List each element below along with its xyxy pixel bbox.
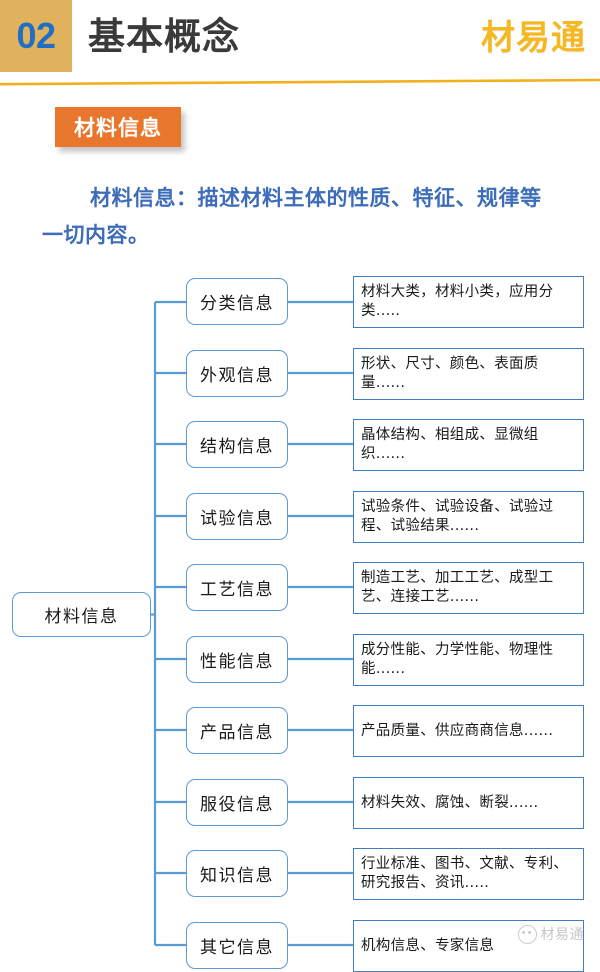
- tree-description-text: 产品质量、供应商商信息......: [361, 722, 554, 739]
- tree-description-text: 机构信息、专家信息: [361, 937, 495, 954]
- tree-description-text: 材料大类，材料小类，应用分类.....: [361, 284, 554, 319]
- tree-category-node-label: 其它信息: [200, 938, 274, 958]
- tree-connector-lines: [151, 300, 353, 947]
- tree-description-text: 晶体结构、相组成、显微组织......: [361, 427, 539, 462]
- header-divider-rule: [0, 78, 600, 86]
- tree-description-text: 成分性能、力学性能、物理性能......: [361, 642, 554, 677]
- tree-category-node[interactable]: 产品信息: [186, 707, 288, 754]
- tree-category-node-label: 工艺信息: [200, 580, 274, 600]
- section-number: 02: [16, 15, 56, 56]
- tree-description-box[interactable]: 材料失效、腐蚀、断裂......: [353, 777, 584, 829]
- page-header: 02 基本概念 材易通: [0, 0, 600, 88]
- tree-root-node[interactable]: 材料信息: [12, 592, 151, 637]
- tree-category-node[interactable]: 结构信息: [186, 421, 288, 468]
- tree-description-text: 试验条件、试验设备、试验过程、试验结果......: [361, 499, 554, 534]
- brand-logo-text: 材易通: [481, 19, 586, 57]
- section-number-badge: 02: [0, 0, 72, 72]
- tree-category-node[interactable]: 试验信息: [186, 493, 288, 540]
- tree-category-node[interactable]: 外观信息: [186, 350, 288, 397]
- tree-description-box[interactable]: 晶体结构、相组成、显微组织......: [353, 419, 584, 471]
- tree-description-box[interactable]: 材料大类，材料小类，应用分类.....: [353, 276, 584, 328]
- tree-description-box[interactable]: 行业标准、图书、文献、专利、研究报告、资讯.....: [353, 848, 584, 900]
- tree-category-node-label: 试验信息: [200, 509, 274, 529]
- tree-description-text: 材料失效、腐蚀、断裂......: [361, 794, 539, 811]
- tree-category-node[interactable]: 性能信息: [186, 636, 288, 683]
- tree-description-text: 形状、尺寸、颜色、表面质量......: [361, 356, 539, 391]
- section-tag-badge: 材料信息: [55, 107, 181, 147]
- tree-description-text: 制造工艺、加工工艺、成型工艺、连接工艺......: [361, 570, 554, 605]
- tree-category-node-label: 服役信息: [200, 795, 274, 815]
- tree-category-node[interactable]: 知识信息: [186, 850, 288, 897]
- tree-category-node-label: 分类信息: [200, 294, 274, 314]
- tree-root-node-label: 材料信息: [44, 607, 119, 627]
- definition-paragraph: 材料信息：描述材料主体的性质、特征、规律等一切内容。: [42, 187, 542, 247]
- tree-description-box[interactable]: 产品质量、供应商商信息......: [353, 705, 584, 757]
- tree-description-text: 行业标准、图书、文献、专利、研究报告、资讯.....: [361, 856, 569, 891]
- tree-description-box[interactable]: 成分性能、力学性能、物理性能......: [353, 634, 584, 686]
- tree-description-box[interactable]: 试验条件、试验设备、试验过程、试验结果......: [353, 491, 584, 543]
- tree-category-node[interactable]: 工艺信息: [186, 564, 288, 611]
- tree-description-box[interactable]: 制造工艺、加工工艺、成型工艺、连接工艺......: [353, 562, 584, 614]
- material-info-tree-diagram: 材料信息 分类信息 外观信息 结构信息 试验信息 工艺信息 性能信息 产品信息 …: [0, 262, 600, 972]
- section-tag-label: 材料信息: [74, 117, 162, 140]
- tree-category-node-label: 产品信息: [200, 723, 274, 743]
- tree-category-node[interactable]: 其它信息: [186, 922, 288, 969]
- tree-description-box[interactable]: 机构信息、专家信息: [353, 920, 584, 972]
- page-title: 基本概念: [88, 16, 240, 57]
- tree-category-node[interactable]: 服役信息: [186, 779, 288, 826]
- tree-category-node[interactable]: 分类信息: [186, 278, 288, 325]
- tree-category-node-label: 知识信息: [200, 866, 274, 886]
- tree-category-node-label: 性能信息: [200, 652, 274, 672]
- tree-category-node-label: 结构信息: [200, 437, 274, 457]
- tree-description-box[interactable]: 形状、尺寸、颜色、表面质量......: [353, 348, 584, 400]
- tree-category-node-label: 外观信息: [200, 366, 274, 386]
